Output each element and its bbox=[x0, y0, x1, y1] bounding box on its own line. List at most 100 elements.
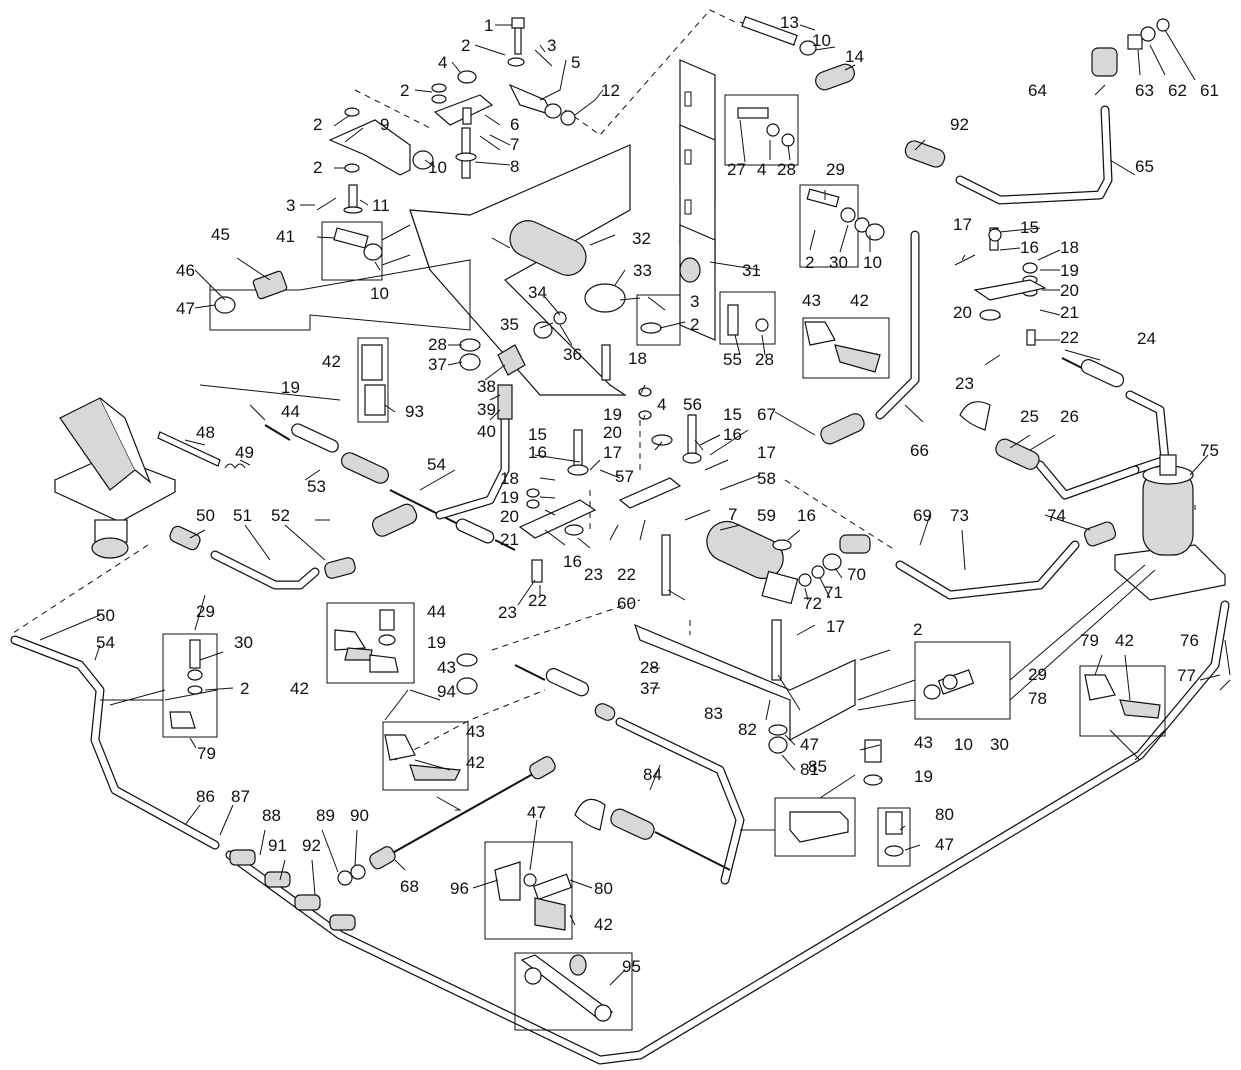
label-23: 23 bbox=[498, 603, 517, 622]
label-87: 87 bbox=[231, 787, 250, 806]
label-50: 50 bbox=[96, 606, 115, 625]
label-71: 71 bbox=[824, 583, 843, 602]
label-42: 42 bbox=[850, 291, 869, 310]
label-22: 22 bbox=[528, 591, 547, 610]
label-20: 20 bbox=[953, 303, 972, 322]
label-66: 66 bbox=[910, 441, 929, 460]
solenoid-75 bbox=[1114, 454, 1226, 601]
label-58: 58 bbox=[757, 469, 776, 488]
label-1: 1 bbox=[484, 16, 493, 35]
label-89: 89 bbox=[316, 806, 335, 825]
label-95: 95 bbox=[622, 957, 641, 976]
label-59: 59 bbox=[757, 506, 776, 525]
label-84: 84 bbox=[643, 765, 662, 784]
label-38: 38 bbox=[477, 377, 496, 396]
label-54: 54 bbox=[427, 455, 446, 474]
label-28: 28 bbox=[428, 335, 447, 354]
label-9: 9 bbox=[380, 115, 389, 134]
label-30: 30 bbox=[990, 735, 1009, 754]
label-67: 67 bbox=[757, 405, 776, 424]
label-2: 2 bbox=[313, 158, 322, 177]
label-30: 30 bbox=[829, 253, 848, 272]
label-4: 4 bbox=[438, 53, 447, 72]
label-18: 18 bbox=[628, 349, 647, 368]
label-85: 85 bbox=[808, 757, 827, 776]
label-90: 90 bbox=[350, 806, 369, 825]
label-36: 36 bbox=[563, 345, 582, 364]
label-26: 26 bbox=[1060, 407, 1079, 426]
label-83: 83 bbox=[704, 704, 723, 723]
label-48: 48 bbox=[196, 423, 215, 442]
label-15: 15 bbox=[1020, 218, 1039, 237]
label-68: 68 bbox=[400, 877, 419, 896]
label-82: 82 bbox=[738, 720, 757, 739]
label-17: 17 bbox=[953, 215, 972, 234]
assembly-dashed-lines bbox=[9, 9, 896, 761]
label-7: 7 bbox=[510, 135, 519, 154]
spring-48-49 bbox=[157, 431, 246, 469]
label-20: 20 bbox=[603, 423, 622, 442]
label-88: 88 bbox=[262, 806, 281, 825]
label-33: 33 bbox=[633, 261, 652, 280]
label-15: 15 bbox=[723, 405, 742, 424]
label-19: 19 bbox=[914, 767, 933, 786]
label-10: 10 bbox=[370, 284, 389, 303]
label-44: 44 bbox=[281, 402, 300, 421]
label-2: 2 bbox=[805, 253, 814, 272]
label-2: 2 bbox=[461, 36, 470, 55]
label-10: 10 bbox=[954, 735, 973, 754]
label-10: 10 bbox=[428, 158, 447, 177]
label-22: 22 bbox=[617, 565, 636, 584]
label-16: 16 bbox=[563, 552, 582, 571]
label-25: 25 bbox=[1020, 407, 1039, 426]
label-79: 79 bbox=[1080, 631, 1099, 650]
label-54: 54 bbox=[96, 633, 115, 652]
label-46: 46 bbox=[176, 261, 195, 280]
label-94: 94 bbox=[437, 682, 456, 701]
label-81: 81 bbox=[800, 760, 819, 779]
label-16: 16 bbox=[1020, 238, 1039, 257]
label-47: 47 bbox=[176, 299, 195, 318]
label-6: 6 bbox=[510, 115, 519, 134]
label-42: 42 bbox=[466, 753, 485, 772]
pedal-assembly bbox=[53, 397, 177, 559]
label-96: 96 bbox=[450, 879, 469, 898]
label-74: 74 bbox=[1047, 506, 1066, 525]
rod-13-14 bbox=[739, 15, 855, 91]
actuator-59 bbox=[661, 520, 799, 605]
label-20: 20 bbox=[1060, 281, 1079, 300]
label-2: 2 bbox=[400, 81, 409, 100]
label-60: 60 bbox=[617, 594, 636, 613]
label-8: 8 bbox=[510, 157, 519, 176]
label-42: 42 bbox=[594, 915, 613, 934]
label-76: 76 bbox=[1180, 631, 1199, 650]
label-45: 45 bbox=[211, 225, 230, 244]
label-4: 4 bbox=[757, 160, 766, 179]
label-40: 40 bbox=[477, 422, 496, 441]
label-18: 18 bbox=[500, 469, 519, 488]
label-22: 22 bbox=[1060, 328, 1079, 347]
label-16: 16 bbox=[723, 425, 742, 444]
label-34: 34 bbox=[528, 283, 547, 302]
label-28: 28 bbox=[777, 160, 796, 179]
label-42: 42 bbox=[1115, 631, 1134, 650]
label-92: 92 bbox=[950, 115, 969, 134]
label-15: 15 bbox=[528, 425, 547, 444]
label-2: 2 bbox=[240, 679, 249, 698]
label-52: 52 bbox=[271, 506, 290, 525]
label-23: 23 bbox=[584, 565, 603, 584]
label-53: 53 bbox=[307, 477, 326, 496]
label-92: 92 bbox=[302, 836, 321, 855]
label-16: 16 bbox=[797, 506, 816, 525]
label-7: 7 bbox=[728, 505, 737, 524]
leader-lines bbox=[39, 24, 1231, 986]
part-labels: 1 2 3 4 2 5 12 6 7 8 2 9 2 10 3 11 41 10… bbox=[96, 13, 1219, 976]
bracket-31 bbox=[679, 59, 716, 341]
label-44: 44 bbox=[427, 602, 446, 621]
label-35: 35 bbox=[500, 315, 519, 334]
label-16: 16 bbox=[528, 443, 547, 462]
label-63: 63 bbox=[1135, 81, 1154, 100]
label-43: 43 bbox=[466, 722, 485, 741]
label-13: 13 bbox=[780, 13, 799, 32]
